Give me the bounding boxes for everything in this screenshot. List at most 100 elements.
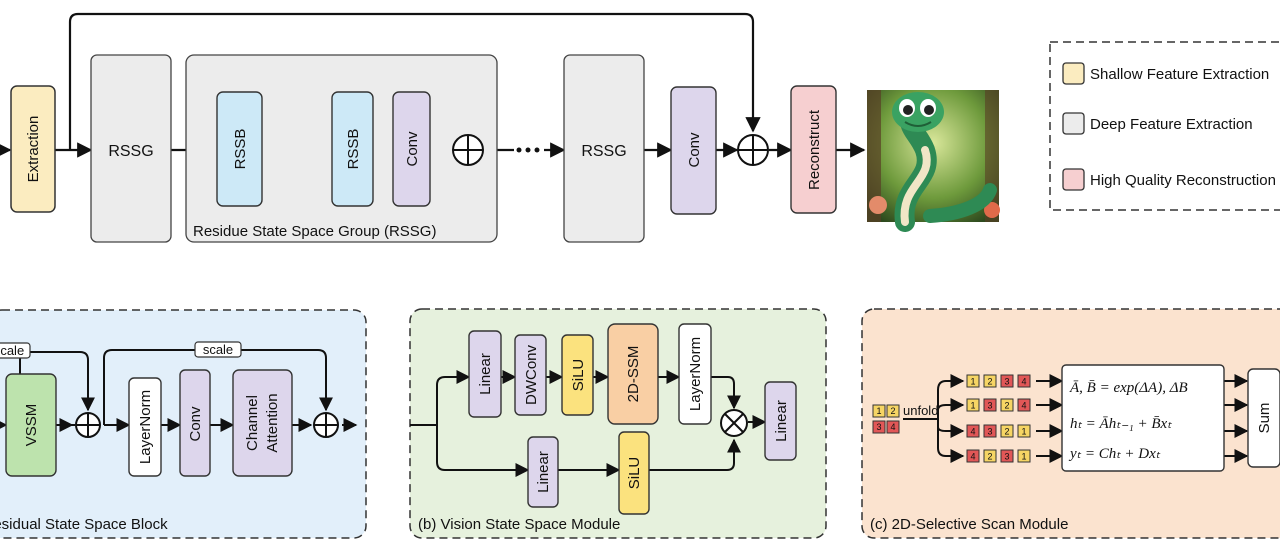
ssm-equations-box bbox=[1061, 364, 1225, 472]
sum-block bbox=[1247, 368, 1280, 468]
dwconv-block bbox=[514, 334, 547, 416]
scale-label-left: scale bbox=[0, 343, 24, 358]
extraction-label: Extraction bbox=[25, 116, 42, 183]
linear-block-top bbox=[468, 330, 502, 418]
sequence-cell-label: 4 bbox=[970, 427, 975, 437]
sequence-cell-label: 2 bbox=[1004, 427, 1009, 437]
dwconv-label: DWConv bbox=[523, 345, 540, 406]
ssm2d-label: 2D-SSM bbox=[625, 346, 642, 403]
layernorm-block-a bbox=[128, 377, 162, 477]
legend-swatch-deep bbox=[1062, 112, 1085, 135]
reconstruct-label: Reconstruct bbox=[806, 109, 823, 190]
sequence-cell bbox=[1017, 424, 1031, 438]
sequence-cell-label: 1 bbox=[1021, 427, 1026, 437]
rssb-label-2: RSSB bbox=[345, 129, 362, 170]
equation-discretize: Ā, B̄ = exp(ΔA), ΔB bbox=[1069, 380, 1188, 396]
panel-c-caption: (c) 2D-Selective Scan Module bbox=[870, 516, 1068, 533]
panel-a-add-icon-2 bbox=[313, 412, 339, 438]
sequence-cell bbox=[966, 449, 980, 463]
legend: Shallow Feature Extraction Deep Feature … bbox=[1049, 41, 1280, 211]
scale-tag-right bbox=[194, 341, 242, 358]
grid-cell-2: 2 bbox=[890, 406, 895, 416]
sequence-cell bbox=[1000, 398, 1014, 412]
legend-label-deep: Deep Feature Extraction bbox=[1090, 116, 1253, 133]
conv-label-a: Conv bbox=[187, 406, 204, 442]
silu-label-bottom: SiLU bbox=[626, 457, 643, 490]
sequence-cell bbox=[1000, 449, 1014, 463]
sequence-cell-label: 3 bbox=[987, 427, 992, 437]
sequence-cell bbox=[966, 374, 980, 388]
sequence-cell bbox=[983, 398, 997, 412]
silu-block-top bbox=[561, 334, 594, 416]
grid-cell-3: 3 bbox=[876, 422, 881, 432]
sequence-cell bbox=[1017, 449, 1031, 463]
channel-attention-block bbox=[232, 369, 293, 477]
layernorm-label-b: LayerNorm bbox=[687, 337, 704, 411]
sequence-cell bbox=[1000, 374, 1014, 388]
conv-label: Conv bbox=[686, 132, 703, 168]
layernorm-block-b bbox=[678, 323, 712, 425]
legend-label-shallow: Shallow Feature Extraction bbox=[1090, 66, 1269, 83]
sequence-cell-label: 4 bbox=[970, 452, 975, 462]
legend-swatch-recon bbox=[1062, 168, 1085, 191]
shallow-extraction-block bbox=[10, 85, 56, 213]
rssb-label-1: RSSB bbox=[232, 129, 249, 170]
rssg-block-1 bbox=[90, 54, 172, 243]
sequence-cell bbox=[1000, 424, 1014, 438]
vssm-block bbox=[5, 373, 57, 477]
global-add-icon bbox=[737, 134, 769, 166]
rssb-block-2 bbox=[331, 91, 374, 207]
linear-block-out bbox=[764, 381, 797, 461]
legend-swatch-shallow bbox=[1062, 62, 1085, 85]
equation-output: yₜ = Chₜ + Dxₜ bbox=[1068, 446, 1161, 462]
channel-attention-line2: Attention bbox=[264, 393, 281, 452]
grid-cell-4: 4 bbox=[890, 422, 895, 432]
group-add-icon bbox=[452, 134, 484, 166]
sequence-cell bbox=[966, 424, 980, 438]
reconstruct-block bbox=[790, 85, 837, 214]
input-grid: 1 2 3 4 bbox=[872, 404, 900, 434]
panel-vision-state-space-module: Linear DWConv SiLU 2D-SSM LayerNorm Line… bbox=[409, 308, 827, 539]
sequence-cell bbox=[983, 424, 997, 438]
sequence-cell bbox=[1017, 398, 1031, 412]
conv-block bbox=[670, 86, 717, 215]
panel-residual-state-space-block: scale scale VSSM LayerNorm Conv Channel … bbox=[0, 309, 367, 539]
sequence-cell-label: 2 bbox=[987, 452, 992, 462]
sequence-cell-label: 1 bbox=[970, 401, 975, 411]
group-conv-label: Conv bbox=[404, 131, 421, 167]
sequence-cell-label: 1 bbox=[1021, 452, 1026, 462]
sequence-cell-label: 4 bbox=[1021, 401, 1026, 411]
rssb-block-1 bbox=[216, 91, 263, 207]
panel-a-caption: (a) Residual State Space Block bbox=[0, 516, 168, 533]
unfold-label: unfold bbox=[903, 403, 938, 418]
sequence-cell bbox=[983, 374, 997, 388]
sequence-cell-label: 4 bbox=[1021, 377, 1026, 387]
sequence-cell-label: 3 bbox=[1004, 452, 1009, 462]
group-conv-block bbox=[392, 91, 431, 207]
linear-label-top: Linear bbox=[477, 353, 494, 395]
vssm-label: VSSM bbox=[23, 404, 40, 447]
sequence-cell bbox=[983, 449, 997, 463]
ssm2d-block bbox=[607, 323, 659, 425]
rssg-label-1: RSSG bbox=[108, 143, 153, 160]
sequence-cell bbox=[1017, 374, 1031, 388]
rssg-label-2: RSSG bbox=[581, 143, 626, 160]
sequence-cell-label: 3 bbox=[1004, 377, 1009, 387]
sum-label: Sum bbox=[1256, 403, 1273, 434]
sequence-cell-label: 1 bbox=[970, 377, 975, 387]
sequence-cell-label: 2 bbox=[987, 377, 992, 387]
scale-tag-left bbox=[0, 342, 31, 359]
panel-b-caption: (b) Vision State Space Module bbox=[418, 516, 620, 533]
linear-block-bottom bbox=[527, 436, 559, 508]
sequence-cell-label: 2 bbox=[1004, 401, 1009, 411]
silu-block-bottom bbox=[618, 431, 650, 515]
linear-label-bottom: Linear bbox=[535, 451, 552, 493]
layernorm-label-a: LayerNorm bbox=[137, 390, 154, 464]
multiply-icon bbox=[720, 409, 748, 437]
scale-label-right: scale bbox=[203, 342, 233, 357]
rssg-block-2 bbox=[563, 54, 645, 243]
silu-label-top: SiLU bbox=[570, 359, 587, 392]
channel-attention-line1: Channel bbox=[244, 395, 261, 451]
grid-cell-1: 1 bbox=[876, 406, 881, 416]
